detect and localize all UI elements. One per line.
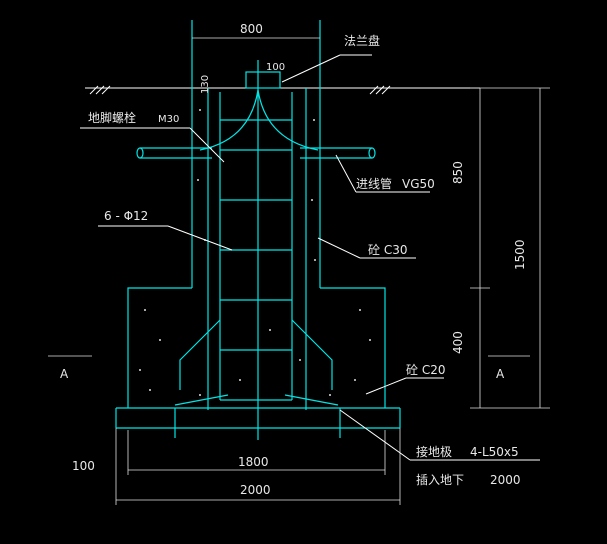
label-insert: 插入地下 bbox=[416, 473, 464, 487]
label-section-a-left: A bbox=[60, 367, 69, 381]
label-cap-plate: 法兰盘 bbox=[344, 33, 380, 48]
ground-hatch bbox=[89, 85, 391, 95]
label-dim-100: 100 bbox=[266, 62, 285, 73]
label-ground-rod: 接地极 bbox=[416, 444, 452, 459]
label-h-400: 400 bbox=[451, 331, 465, 354]
label-dim-130: 130 bbox=[200, 75, 211, 94]
label-m30: M30 bbox=[158, 114, 179, 125]
label-anchor-bolt: 地脚螺栓 bbox=[88, 110, 136, 125]
label-ground-rod-spec: 4-L50x5 bbox=[470, 445, 519, 459]
label-concrete-c20: 砼 C20 bbox=[406, 363, 445, 377]
label-concrete-c30: 砼 C30 bbox=[368, 243, 407, 257]
label-h-850: 850 bbox=[451, 161, 465, 184]
label-insert-len: 2000 bbox=[490, 473, 521, 487]
label-section-a-right: A bbox=[496, 367, 505, 381]
label-base-1800: 1800 bbox=[238, 455, 269, 469]
label-vg50: VG50 bbox=[402, 177, 435, 191]
label-offset-100: 100 bbox=[72, 459, 95, 473]
pier-outline bbox=[115, 20, 401, 440]
label-base-2000: 2000 bbox=[240, 483, 271, 497]
label-conduit: 进线管 bbox=[356, 176, 392, 191]
label-rebar: 6 - Φ12 bbox=[104, 209, 148, 223]
leader-lines bbox=[80, 54, 540, 461]
label-top-width: 800 bbox=[240, 22, 263, 36]
label-h-1500: 1500 bbox=[513, 239, 527, 270]
concrete-stipple bbox=[139, 109, 371, 396]
dimension-lines bbox=[48, 37, 550, 505]
